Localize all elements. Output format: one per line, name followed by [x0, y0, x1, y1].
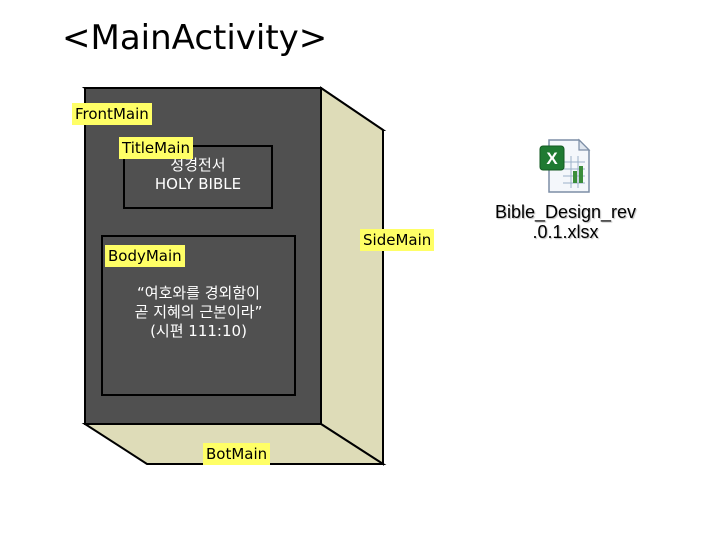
title-box-text: 성경전서 HOLY BIBLE	[125, 156, 271, 194]
title-english: HOLY BIBLE	[154, 175, 242, 193]
body-box-text: “여호와를 경외함이 곧 지혜의 근본이라” (시편 111:10)	[103, 284, 294, 341]
body-main-box: “여호와를 경외함이 곧 지혜의 근본이라” (시편 111:10)	[101, 235, 296, 396]
label-side-main: SideMain	[360, 229, 435, 251]
verse-reference: (시편 111:10)	[150, 322, 247, 340]
title-korean: 성경전서	[170, 156, 226, 174]
file-name-line-2: .0.1.xlsx	[532, 222, 599, 242]
file-name-line-1: Bible_Design_rev	[494, 202, 637, 222]
verse-line-1: “여호와를 경외함이	[137, 284, 260, 302]
label-body-main: BodyMain	[105, 245, 185, 267]
file-name: Bible_Design_rev .0.1.xlsx	[478, 202, 653, 242]
svg-text:X: X	[546, 149, 558, 168]
excel-file-attachment[interactable]: X Bible_Design_rev .0.1.xlsx	[478, 138, 653, 242]
label-front-main: FrontMain	[72, 103, 152, 125]
book-side-face	[320, 86, 384, 466]
label-title-main: TitleMain	[119, 137, 193, 159]
excel-file-icon: X	[539, 138, 590, 193]
label-bot-main: BotMain	[203, 443, 271, 465]
title-main-box: 성경전서 HOLY BIBLE	[123, 145, 273, 209]
verse-line-2: 곧 지혜의 근본이라”	[134, 303, 263, 321]
slide-title: <MainActivity>	[62, 18, 328, 58]
